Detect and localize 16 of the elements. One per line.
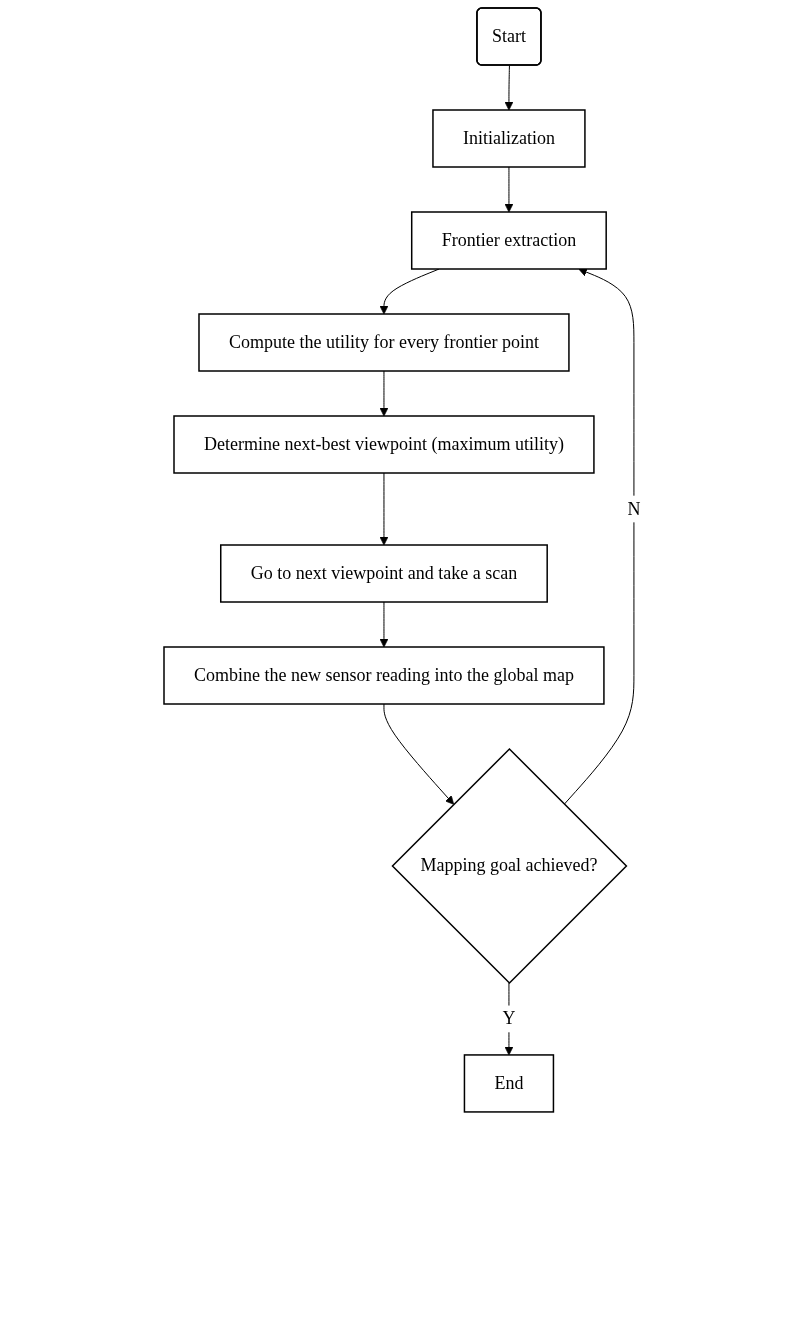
node-box: Go to next viewpoint and take a scan	[219, 544, 548, 603]
node-box: Initialization	[432, 109, 586, 168]
arrow	[379, 472, 389, 546]
edge-label: N	[627, 498, 641, 519]
node-box: End	[463, 1054, 554, 1113]
arrow	[379, 601, 389, 648]
node-box: Combine the new sensor reading into the global map	[163, 646, 605, 705]
arrow	[504, 166, 514, 213]
node-box: Determine next-best viewpoint (maximum utility)	[173, 415, 595, 474]
arrow	[504, 65, 514, 111]
arrow	[383, 703, 454, 805]
arrow	[379, 370, 389, 417]
node-box: Compute the utility for every frontier point	[198, 313, 570, 372]
edge-label: Y	[502, 1008, 516, 1029]
node-box: Frontier extraction	[410, 211, 607, 270]
node-diamond: Mapping goal achieved?	[391, 747, 628, 984]
